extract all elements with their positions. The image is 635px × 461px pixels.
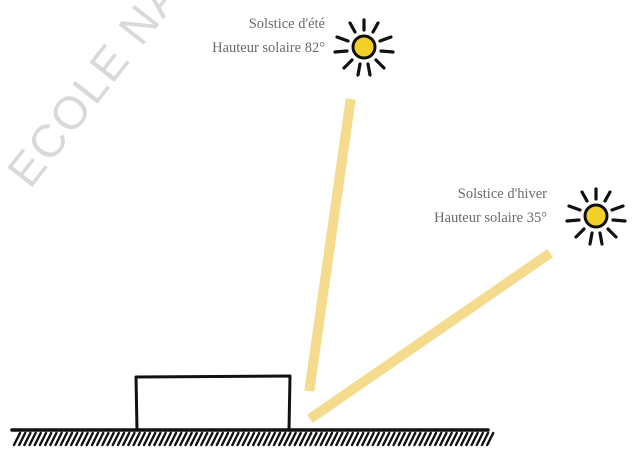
summer-solstice-title: Solstice d'été <box>212 12 325 36</box>
watermark: ECOLE NA <box>0 0 191 196</box>
winter-sun-icon <box>567 189 625 244</box>
summer-solar-height: Hauteur solaire 82° <box>212 36 325 60</box>
summer-sun-icon <box>335 20 393 75</box>
summer-solstice-label: Solstice d'été Hauteur solaire 82° <box>212 12 325 60</box>
watermark-text: ECOLE NA <box>0 0 191 196</box>
winter-solstice-label: Solstice d'hiver Hauteur solaire 35° <box>434 182 547 230</box>
ground-hatching <box>14 433 493 445</box>
winter-solstice-title: Solstice d'hiver <box>434 182 547 206</box>
summer-sun-ray <box>310 104 350 386</box>
building <box>136 376 290 430</box>
winter-sun-ray <box>314 256 546 416</box>
winter-solar-height: Hauteur solaire 35° <box>434 206 547 230</box>
